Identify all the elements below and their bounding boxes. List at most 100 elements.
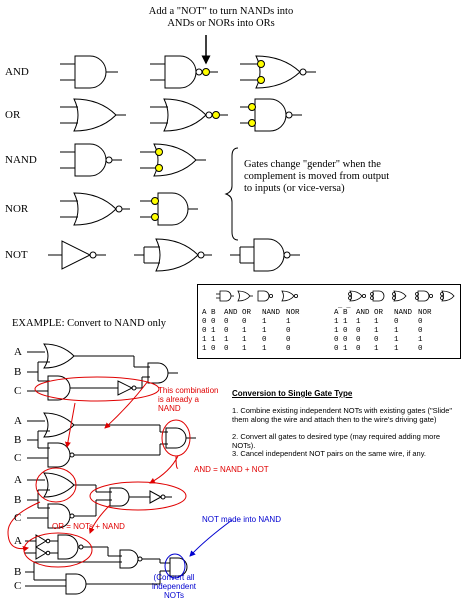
tt-left-cell-3-1: 1	[224, 336, 229, 344]
tt-right-cell-1-1: 1	[356, 318, 361, 326]
truth-table-gate-icons	[216, 290, 455, 302]
tt-right-cell-2-2: 1	[374, 327, 379, 335]
tt-left-cell-3-0: 1 1	[202, 336, 216, 344]
tt-left-cell-3-3: 0	[262, 336, 267, 344]
example-title: EXAMPLE: Convert to NAND only	[12, 318, 166, 329]
input-b-3: B	[14, 494, 22, 506]
tt-right-cell-4-0: 0 1	[334, 345, 348, 353]
row-label-nand: NAND	[5, 154, 37, 166]
tt-left-cell-1-0: 0 0	[202, 318, 216, 326]
tt-left-cell-2-1: 0	[224, 327, 229, 335]
blue-annotations	[164, 519, 233, 579]
tt-left-header-0-0: A B	[202, 309, 216, 317]
tt-right-cell-3-4: 1	[418, 336, 423, 344]
tt-right-header-0-4: NOR	[418, 309, 432, 317]
annotation-not-made: NOT made into NAND	[202, 515, 281, 524]
tt-right-header-0-0: A B	[334, 309, 348, 317]
circuit-4	[25, 534, 188, 595]
tt-right-cell-1-3: 0	[394, 318, 399, 326]
tt-left-cell-1-2: 0	[242, 318, 247, 326]
tt-left-cell-2-4: 0	[286, 327, 291, 335]
nand-plus-not-gate	[150, 55, 218, 89]
tt-left-cell-4-4: 0	[286, 345, 291, 353]
tt-left-cell-2-0: 0 1	[202, 327, 216, 335]
input-c-2: C	[14, 452, 22, 464]
tt-left-header-0-2: OR	[242, 309, 252, 317]
complement-bars: _ _	[338, 302, 351, 310]
tt-right-cell-4-1: 0	[356, 345, 361, 353]
circuit-1	[27, 343, 178, 401]
annotation-or-eq: OR = NOTs + NAND	[52, 522, 125, 531]
tt-right-cell-1-0: 1 1	[334, 318, 348, 326]
tt-right-cell-3-3: 1	[394, 336, 399, 344]
input-b-4: B	[14, 566, 22, 578]
nor-with-inverted-inputs	[240, 55, 316, 89]
nor-as-not	[134, 238, 212, 272]
input-b-2: B	[14, 434, 22, 446]
tt-left-cell-1-1: 0	[224, 318, 229, 326]
conversion-step-1: 1. Combine existing independent NOTs wit…	[232, 406, 453, 424]
row-label-and: AND	[5, 66, 29, 78]
gender-note: Gates change "gender" when the complemen…	[244, 159, 390, 194]
tt-right-cell-1-2: 1	[374, 318, 379, 326]
tt-left-cell-4-2: 1	[242, 345, 247, 353]
tt-right-cell-2-1: 0	[356, 327, 361, 335]
tt-left-cell-4-3: 1	[262, 345, 267, 353]
input-c-1: C	[14, 385, 22, 397]
tt-right-cell-2-4: 0	[418, 327, 423, 335]
input-a-2: A	[14, 415, 22, 427]
row-label-not: NOT	[5, 249, 28, 261]
nand-with-inverted-inputs	[240, 98, 302, 132]
conversion-step-3: 3. Cancel independent NOT pairs on the s…	[232, 449, 426, 458]
not-gate	[48, 240, 106, 270]
input-a-3: A	[14, 474, 22, 486]
brace	[224, 147, 239, 241]
or-with-inverted-inputs	[140, 143, 206, 177]
input-c-4: C	[14, 580, 22, 592]
header-note: Add a "NOT" to turn NANDs into ANDs or N…	[148, 6, 294, 29]
tt-left-cell-4-1: 0	[224, 345, 229, 353]
annotation-convert-all: (Convert all independent NOTs likewise)	[151, 573, 197, 600]
input-c-3: C	[14, 512, 22, 524]
nand-as-not	[230, 238, 300, 272]
input-b-1: B	[14, 366, 22, 378]
red-annotations	[7, 376, 191, 568]
tt-right-header-0-3: NAND	[394, 309, 413, 317]
conversion-step-2: 2. Convert all gates to desired type (ma…	[232, 432, 441, 450]
row-label-or: OR	[5, 109, 21, 121]
and-with-inverted-inputs	[140, 192, 198, 226]
tt-left-cell-3-4: 0	[286, 336, 291, 344]
tt-left-header-0-1: AND	[224, 309, 238, 317]
tt-right-cell-3-1: 0	[356, 336, 361, 344]
annotation-and-eq: AND = NAND + NOT	[194, 465, 269, 474]
annotation-already-nand: This combination is already a NAND	[158, 386, 219, 413]
tt-right-cell-2-3: 1	[394, 327, 399, 335]
circuit-2	[27, 412, 196, 468]
conversion-title: Conversion to Single Gate Type	[232, 389, 353, 398]
nand-gate	[60, 143, 122, 177]
tt-left-header-0-3: NAND	[262, 309, 281, 317]
input-a-1: A	[14, 346, 22, 358]
tt-right-header-0-1: AND	[356, 309, 370, 317]
nor-plus-not-gate	[150, 98, 228, 132]
tt-right-cell-3-2: 0	[374, 336, 379, 344]
tt-left-cell-2-3: 1	[262, 327, 267, 335]
tt-right-cell-2-0: 1 0	[334, 327, 348, 335]
tt-right-header-0-2: OR	[374, 309, 384, 317]
and-gate	[60, 55, 118, 89]
tt-left-header-0-4: NOR	[286, 309, 300, 317]
row-label-nor: NOR	[5, 203, 29, 215]
circuit-3	[27, 472, 172, 529]
nor-gate	[60, 192, 130, 226]
tt-left-cell-2-2: 1	[242, 327, 247, 335]
input-a-4: A	[14, 535, 22, 547]
tt-left-cell-1-4: 1	[286, 318, 291, 326]
tt-right-cell-3-0: 0 0	[334, 336, 348, 344]
tt-right-cell-1-4: 0	[418, 318, 423, 326]
tt-left-cell-1-3: 1	[262, 318, 267, 326]
tt-left-cell-4-0: 1 0	[202, 345, 216, 353]
tt-right-cell-4-2: 1	[374, 345, 379, 353]
